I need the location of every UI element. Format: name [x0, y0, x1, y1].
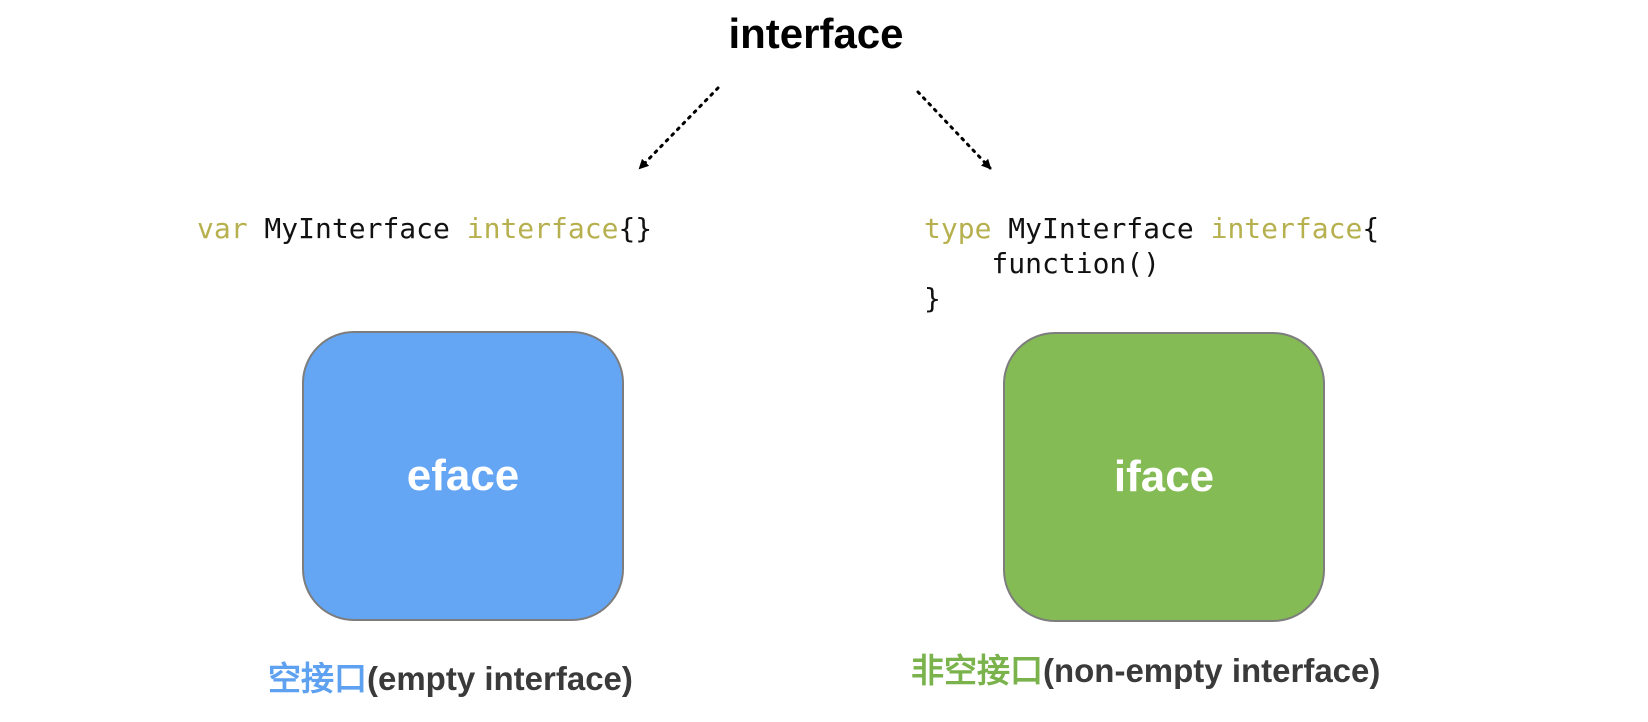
code-method-line: function() — [924, 247, 1161, 280]
empty-interface-caption: 空接口(empty interface) — [268, 652, 633, 700]
caption-english: (non-empty interface) — [1043, 652, 1381, 689]
code-keyword: type — [924, 212, 992, 245]
code-keyword: interface — [466, 212, 619, 245]
code-identifier: MyInterface — [247, 212, 467, 245]
empty-interface-code: var MyInterface interface{} — [197, 211, 652, 246]
diagram-title: interface — [728, 10, 904, 57]
code-braces: {} — [618, 212, 653, 245]
code-keyword: interface — [1210, 212, 1363, 245]
code-brace-close: } — [924, 282, 941, 315]
code-keyword: var — [197, 212, 248, 245]
arrow-to-eface — [638, 86, 720, 170]
caption-chinese: 空接口 — [268, 660, 367, 697]
non-empty-interface-caption: 非空接口(non-empty interface) — [911, 644, 1380, 692]
eface-box: eface — [302, 331, 624, 621]
code-identifier: MyInterface — [991, 212, 1211, 245]
caption-chinese: 非空接口 — [911, 652, 1043, 689]
code-brace-open: { — [1362, 212, 1380, 245]
iface-box: iface — [1003, 332, 1325, 622]
non-empty-interface-code: type MyInterface interface{ function() } — [924, 211, 1379, 316]
arrow-to-iface — [916, 90, 992, 170]
caption-english: (empty interface) — [367, 660, 633, 697]
iface-label: iface — [1113, 452, 1215, 501]
eface-label: eface — [406, 451, 520, 500]
